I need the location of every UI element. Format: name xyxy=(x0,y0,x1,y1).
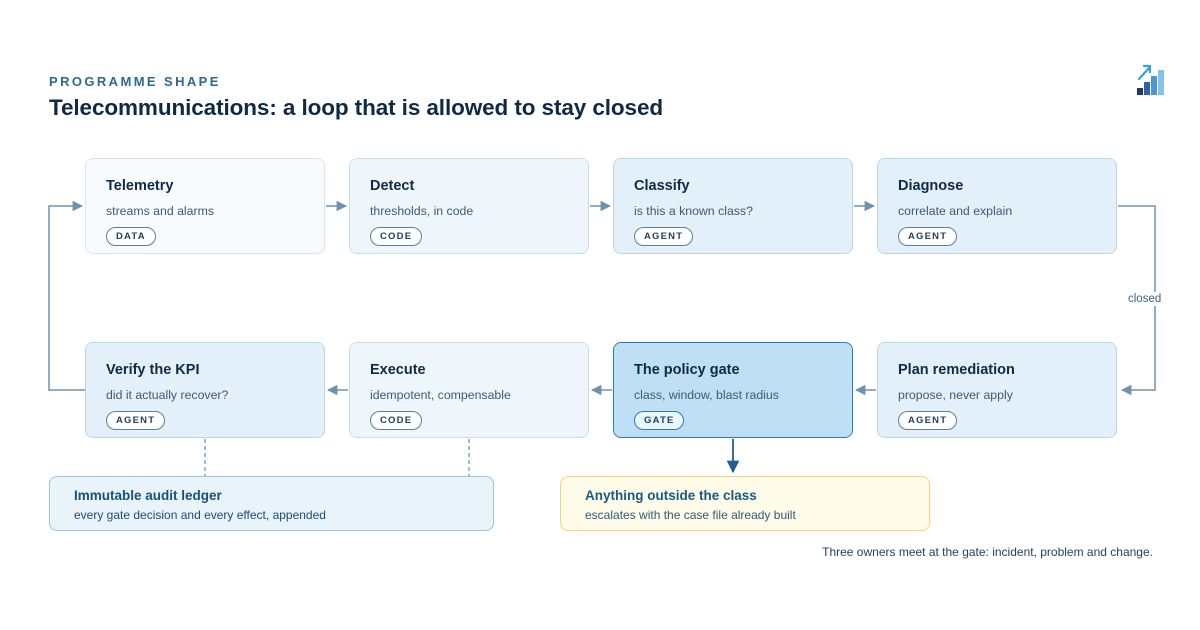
step-policy-gate: The policy gate class, window, blast rad… xyxy=(613,342,853,438)
step-tag: GATE xyxy=(634,411,685,430)
step-title: Diagnose xyxy=(898,178,964,194)
step-tag: AGENT xyxy=(898,227,958,246)
step-plan-remediation: Plan remediation propose, never apply AG… xyxy=(877,342,1117,438)
escalation-title: Anything outside the class xyxy=(585,488,757,503)
step-subtitle: did it actually recover? xyxy=(106,388,229,402)
bar-chart-arrow-icon xyxy=(1137,64,1164,95)
step-title: Telemetry xyxy=(106,178,174,194)
eyebrow-label: PROGRAMME SHAPE xyxy=(49,74,221,89)
loop-closed-label: closed xyxy=(1128,292,1162,306)
step-diagnose: Diagnose correlate and explain AGENT xyxy=(877,158,1117,254)
page-title: Telecommunications: a loop that is allow… xyxy=(49,95,664,120)
step-telemetry: Telemetry streams and alarms DATA xyxy=(85,158,325,254)
step-subtitle: is this a known class? xyxy=(634,204,753,218)
step-tag: AGENT xyxy=(106,411,166,430)
step-subtitle: correlate and explain xyxy=(898,204,1013,218)
step-classify: Classify is this a known class? AGENT xyxy=(613,158,853,254)
arrow-verify-telemetry xyxy=(48,200,85,391)
escalation-subtitle: escalates with the case file already bui… xyxy=(585,508,796,522)
step-verify: Verify the KPI did it actually recover? … xyxy=(85,342,325,438)
step-tag: CODE xyxy=(370,411,423,430)
step-title: The policy gate xyxy=(634,362,740,378)
step-title: Detect xyxy=(370,178,415,194)
step-subtitle: streams and alarms xyxy=(106,204,214,218)
step-tag: DATA xyxy=(106,227,156,246)
step-tag: AGENT xyxy=(898,411,958,430)
step-title: Classify xyxy=(634,178,690,194)
audit-ledger-box: Immutable audit ledger every gate decisi… xyxy=(49,476,494,531)
step-title: Execute xyxy=(370,362,426,378)
footnote: Three owners meet at the gate: incident,… xyxy=(822,545,1153,559)
step-subtitle: idempotent, compensable xyxy=(370,388,511,402)
step-subtitle: class, window, blast radius xyxy=(634,388,779,402)
step-title: Plan remediation xyxy=(898,362,1015,378)
step-subtitle: thresholds, in code xyxy=(370,204,474,218)
step-execute: Execute idempotent, compensable CODE xyxy=(349,342,589,438)
ledger-subtitle: every gate decision and every effect, ap… xyxy=(74,508,326,522)
step-title: Verify the KPI xyxy=(106,362,200,378)
step-detect: Detect thresholds, in code CODE xyxy=(349,158,589,254)
ledger-title: Immutable audit ledger xyxy=(74,488,222,503)
step-tag: AGENT xyxy=(634,227,694,246)
step-subtitle: propose, never apply xyxy=(898,388,1013,402)
step-tag: CODE xyxy=(370,227,423,246)
escalation-box: Anything outside the class escalates wit… xyxy=(560,476,930,531)
